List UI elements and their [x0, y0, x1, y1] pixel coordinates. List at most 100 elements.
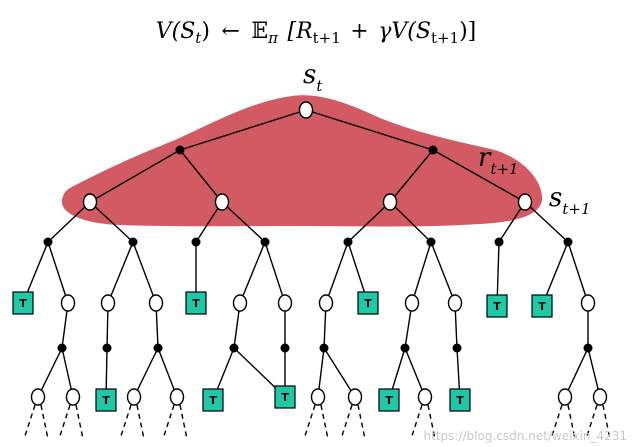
dashed-continuation-edge	[567, 404, 576, 440]
tree-edge	[347, 201, 391, 243]
terminal-box	[95, 388, 117, 412]
next-state-label: st+1	[549, 183, 590, 218]
dashed-continuation-edge	[162, 404, 175, 440]
tree-edge	[157, 347, 178, 398]
eq-lhs-sub: t	[195, 29, 202, 47]
state-node	[148, 294, 164, 312]
state-node	[580, 294, 596, 312]
state-node	[60, 294, 76, 312]
tree-edge	[89, 149, 181, 203]
reward-letter: r	[478, 143, 492, 173]
eq-lhs-close: )	[201, 19, 210, 44]
tree-edge	[564, 347, 589, 398]
eq-reward-sub: t+1	[313, 29, 341, 47]
dashed-continuation-edge	[585, 404, 598, 440]
tree-edge	[239, 241, 266, 304]
terminal-box	[274, 385, 296, 409]
action-node	[319, 343, 329, 353]
state-node	[214, 193, 230, 211]
terminal-box	[185, 291, 207, 315]
backup-highlight-region	[61, 95, 543, 227]
action-node	[43, 237, 53, 247]
eq-expectation: 𝔼	[251, 19, 268, 44]
terminal-box	[202, 388, 224, 412]
state-node	[126, 388, 142, 406]
state-node	[517, 193, 533, 211]
tree-edge	[323, 347, 356, 398]
dashed-continuation-edge	[303, 404, 316, 440]
dashed-continuation-edge	[602, 404, 611, 440]
action-node	[426, 237, 436, 247]
tree-edge	[107, 241, 134, 304]
state-node	[557, 388, 573, 406]
action-node	[128, 237, 138, 247]
terminal-node: T	[274, 385, 296, 409]
tree-edge	[132, 241, 157, 304]
terminal-node: T	[202, 388, 224, 412]
state-node	[169, 388, 185, 406]
state-node	[347, 388, 363, 406]
terminal-label: T	[493, 300, 501, 313]
state-node	[65, 388, 81, 406]
tree-edge	[47, 201, 91, 243]
tree-edge	[389, 149, 434, 203]
dashed-continuation-edge	[179, 404, 188, 440]
state-node	[417, 388, 433, 406]
state-node	[82, 193, 98, 211]
tree-edge	[430, 241, 456, 304]
eq-bracket-close: )]	[459, 19, 476, 44]
action-node	[57, 343, 67, 353]
tree-edge	[37, 347, 63, 398]
dashed-continuation-edge	[75, 404, 84, 440]
terminal-label: T	[538, 300, 546, 313]
terminal-node: T	[531, 294, 553, 318]
terminal-node: T	[185, 291, 207, 315]
dashed-continuation-edge	[119, 404, 132, 440]
backup-equation: V(St) ← 𝔼π [Rt+1 + γV(St+1)]	[156, 18, 477, 48]
action-node	[428, 145, 438, 155]
terminal-box	[531, 294, 553, 318]
watermark: https://blog.csdn.net/weixin_4231	[424, 429, 627, 443]
tree-edge	[305, 109, 434, 151]
tree-edge	[47, 241, 69, 304]
eq-gamma: γV(S	[378, 19, 431, 44]
action-node	[175, 145, 185, 155]
terminal-box	[486, 294, 508, 318]
terminal-label: T	[102, 394, 110, 407]
eq-lhs: V(S	[156, 19, 196, 44]
tree-edge	[89, 201, 134, 243]
reward-sub: t+1	[490, 160, 518, 178]
action-node	[583, 343, 593, 353]
terminal-label: T	[456, 394, 464, 407]
terminal-label: T	[209, 394, 217, 407]
dashed-continuation-edge	[340, 404, 353, 440]
state-node	[404, 294, 420, 312]
dashed-continuation-edge	[410, 404, 423, 440]
terminal-box	[378, 388, 400, 412]
state-node	[30, 388, 46, 406]
action-node	[102, 343, 112, 353]
action-node	[260, 237, 270, 247]
terminal-label: T	[192, 297, 200, 310]
terminal-box	[357, 291, 379, 315]
dashed-continuation-edge	[357, 404, 366, 440]
action-node	[153, 343, 163, 353]
terminal-node: T	[449, 388, 471, 412]
terminal-node: T	[357, 291, 379, 315]
state-node	[310, 388, 326, 406]
state-node	[232, 294, 248, 312]
next-state-letter: s	[549, 183, 562, 213]
state-node	[318, 294, 334, 312]
state-node	[447, 294, 463, 312]
tree-edge	[524, 201, 569, 243]
terminal-label: T	[19, 297, 27, 310]
tree-edge	[221, 201, 266, 243]
terminal-label: T	[364, 297, 372, 310]
tree-edge	[404, 347, 426, 398]
tree-edge	[264, 241, 286, 304]
root-state-label: st	[303, 60, 323, 95]
tree-edge	[325, 241, 349, 304]
action-node	[494, 237, 504, 247]
dashed-continuation-edge	[23, 404, 36, 440]
